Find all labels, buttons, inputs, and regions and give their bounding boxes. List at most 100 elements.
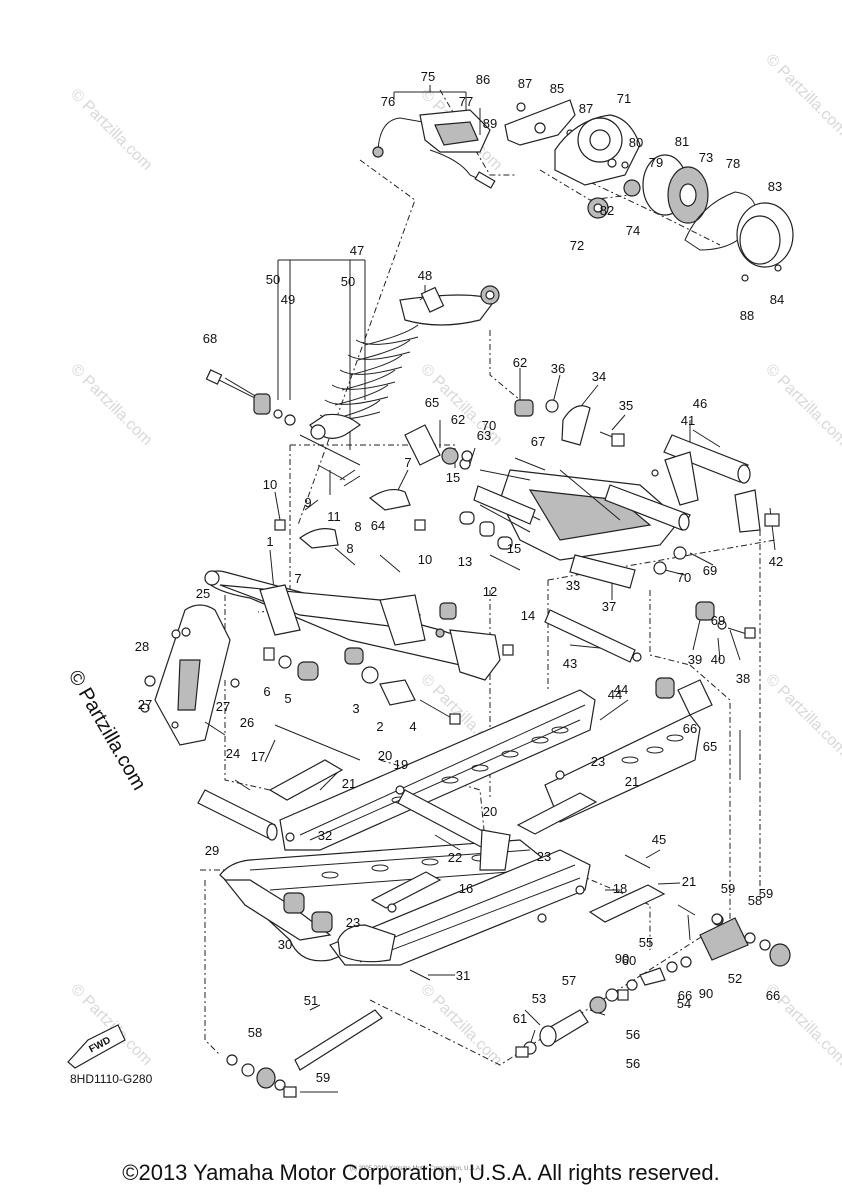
callout-number: 44 — [608, 687, 622, 702]
callout-number: 12 — [483, 584, 497, 599]
shock-absorber — [299, 285, 500, 466]
callout-number: 19 — [394, 757, 408, 772]
callout-number: 23 — [591, 754, 605, 769]
callout-number: 59 — [316, 1070, 330, 1085]
callout-number: 1 — [266, 534, 273, 549]
callout-number: 6 — [263, 684, 270, 699]
callout-number: 52 — [728, 971, 742, 986]
callout-number: 56 — [626, 1056, 640, 1071]
slide-rails — [197, 689, 701, 981]
callout-number: 84 — [770, 292, 784, 307]
callout-number: 70 — [677, 570, 691, 585]
rear-arm-assembly — [140, 369, 780, 791]
callout-number: 16 — [459, 881, 473, 896]
callout-number: 88 — [740, 308, 754, 323]
callout-number: 42 — [769, 554, 783, 569]
watermark: © Partzilla.com — [417, 981, 505, 1069]
callout-number: 51 — [304, 993, 318, 1008]
callout-number: 85 — [550, 81, 564, 96]
callout-number: 47 — [350, 243, 364, 258]
callout-number: 21 — [682, 874, 696, 889]
callout-number: 24 — [226, 746, 240, 761]
callout-number: 39 — [688, 652, 702, 667]
callout-number: 54 — [677, 996, 691, 1011]
callout-number: 38 — [736, 671, 750, 686]
callout-number: 9 — [304, 495, 311, 510]
callout-number: 58 — [248, 1025, 262, 1040]
callout-number: 64 — [371, 518, 385, 533]
callout-number: 50 — [266, 272, 280, 287]
callout-number: 82 — [600, 203, 614, 218]
callout-number: 43 — [563, 656, 577, 671]
gear-74 — [623, 179, 641, 197]
callout-number: 35 — [619, 398, 633, 413]
callout-number: 68 — [203, 331, 217, 346]
callout-number: 90 — [615, 951, 629, 966]
callout-number: 26 — [240, 715, 254, 730]
watermark: © Partzilla.com — [762, 361, 842, 449]
callout-labels: 1234567891011121314151617181920212223242… — [135, 69, 784, 1085]
callout-number: 87 — [518, 76, 532, 91]
callout-number: 46 — [693, 396, 707, 411]
callout-number: 27 — [216, 699, 230, 714]
callout-number: 49 — [281, 292, 295, 307]
callout-number: 66 — [678, 988, 692, 1003]
callout-number: 71 — [617, 91, 631, 106]
callout-number: 87 — [579, 101, 593, 116]
callout-number: 22 — [448, 850, 462, 865]
callout-number: 90 — [699, 986, 713, 1001]
callout-number: 25 — [196, 586, 210, 601]
callout-number: 62 — [513, 355, 527, 370]
callout-number: 73 — [699, 150, 713, 165]
callout-number: 34 — [592, 369, 606, 384]
callout-number: 8 — [346, 541, 353, 556]
callout-number: 58 — [748, 893, 762, 908]
callout-number: 21 — [342, 776, 356, 791]
callout-number: 65 — [425, 395, 439, 410]
callout-number: 74 — [626, 223, 640, 238]
callout-number: 31 — [456, 968, 470, 983]
diagram-code: 8HD1110-G280 — [70, 1072, 153, 1086]
callout-number: 37 — [602, 599, 616, 614]
callout-number: 18 — [613, 881, 627, 896]
callout-number: 81 — [675, 134, 689, 149]
callout-number: 86 — [476, 72, 490, 87]
callout-number: 15 — [446, 470, 460, 485]
copyright: ©2013 Yamaha Motor Corporation, U.S.A. A… — [122, 1160, 720, 1185]
callout-number: 63 — [477, 428, 491, 443]
callout-number: 59 — [759, 886, 773, 901]
tiny-copyright: (c) 2005-2016 Yamaha Motor Corporation, … — [350, 1166, 482, 1172]
callout-number: 41 — [681, 413, 695, 428]
callout-number: 77 — [459, 94, 473, 109]
callout-number: 75 — [421, 69, 435, 84]
watermark: © Partzilla.com — [762, 671, 842, 759]
callout-number: 44 — [614, 682, 628, 697]
callout-number: 10 — [263, 477, 277, 492]
callout-number: 59 — [721, 881, 735, 896]
callout-number: 45 — [652, 832, 666, 847]
callout-number: 20 — [483, 804, 497, 819]
callout-number: 33 — [566, 578, 580, 593]
callout-number: 79 — [649, 155, 663, 170]
callout-number: 57 — [562, 973, 576, 988]
callout-number: 83 — [768, 179, 782, 194]
cable-end — [372, 146, 384, 158]
callout-number: 67 — [531, 434, 545, 449]
callout-number: 10 — [418, 552, 432, 567]
callout-number: 89 — [483, 116, 497, 131]
axle-group: FWD — [67, 913, 791, 1098]
callout-number: 61 — [513, 1011, 527, 1026]
callout-number: 7 — [294, 571, 301, 586]
callout-number: 80 — [629, 135, 643, 150]
callout-number: 28 — [135, 639, 149, 654]
callout-number: 5 — [284, 691, 291, 706]
callout-number: 69 — [711, 613, 725, 628]
callout-number: 21 — [625, 774, 639, 789]
callout-number: 40 — [711, 652, 725, 667]
callout-number: 17 — [251, 749, 265, 764]
watermark-main: © Partzilla.com — [64, 667, 150, 795]
callout-number: 65 — [703, 739, 717, 754]
callout-number: 66 — [683, 721, 697, 736]
callout-number: 36 — [551, 361, 565, 376]
